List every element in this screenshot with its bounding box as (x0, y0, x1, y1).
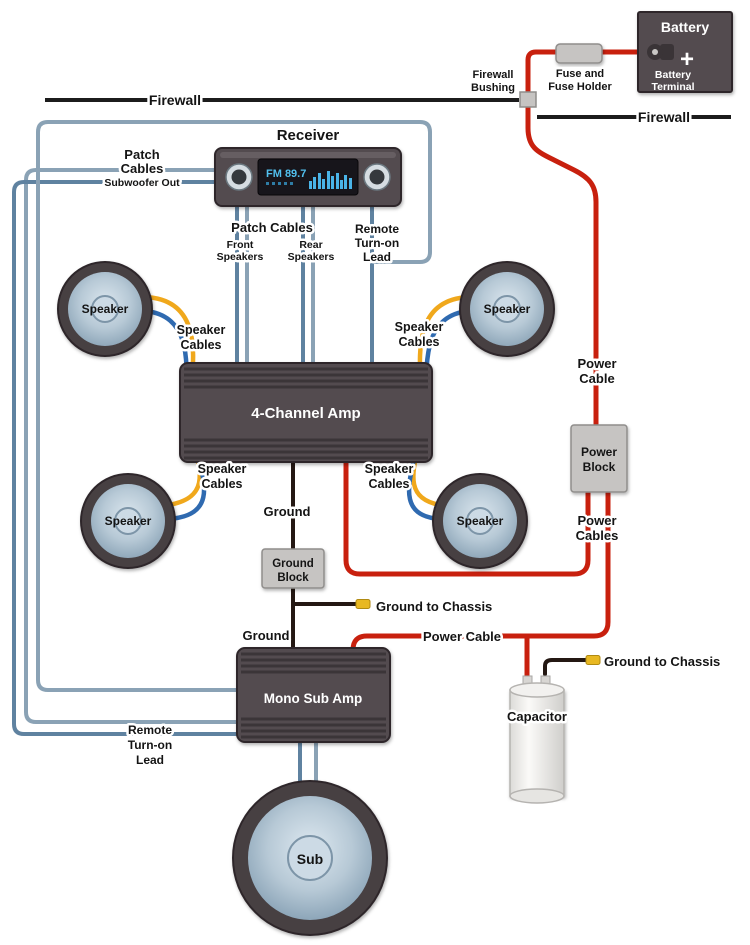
mono-sub-amp: Mono Sub Amp (236, 647, 391, 743)
mono-amp-label: Mono Sub Amp (264, 691, 362, 706)
receiver-trim (220, 152, 396, 158)
chassis-terminal-2 (585, 655, 601, 665)
power-block-label-line2: Block (583, 460, 616, 474)
power-block-label-line1: Power (581, 445, 617, 459)
fuse-holder: Fuse and Fuse Holder (546, 43, 615, 96)
speaker-front-left-label: Speaker (82, 302, 129, 316)
speaker-front-left: Speaker (57, 261, 153, 357)
mono-amp-fins (241, 652, 386, 739)
ground-to-chassis-label-2: Ground to Chassis (604, 654, 720, 669)
fuse-holder-body (555, 43, 603, 64)
front-speakers-label-line1: Front (227, 239, 254, 251)
power-cable-bottom-label: Power Cable (423, 629, 501, 644)
four-channel-amp: 4-Channel Amp (179, 362, 433, 463)
battery-terminal-icon (647, 44, 674, 60)
speaker-rear-right-label: Speaker (457, 514, 504, 528)
capacitor-bottom (509, 788, 565, 804)
amp4-fins (184, 367, 428, 460)
bushing-label-line1: Firewall (473, 69, 514, 81)
receiver-display-text: FM 89.7 (266, 168, 306, 180)
speaker-cables-fl-line1: Speaker (177, 323, 226, 337)
rear-speakers-label-line2: Speakers (288, 251, 335, 263)
speaker-cables-rl-line1: Speaker (198, 462, 247, 476)
display-dots (266, 182, 293, 185)
fuse-label-line1: Fuse and (556, 68, 604, 80)
ground-block-label-line2: Block (277, 572, 309, 584)
remote-top-label-line1: Remote (355, 222, 399, 236)
fuse-label-line2: Fuse Holder (548, 81, 612, 93)
battery: Battery + Battery Terminal (637, 11, 733, 93)
firewall-bushing-body (519, 91, 537, 108)
power-cable-amp-run (343, 452, 591, 577)
rear-speakers-label-line1: Rear (299, 239, 322, 251)
power-cable-label-line2: Cable (579, 371, 614, 386)
patch-cables-label: Patch Cables (231, 220, 313, 235)
power-cable-battery-run (525, 49, 659, 433)
tuning-knob-right-center (369, 169, 385, 185)
power-cable-label-line1: Power (577, 356, 616, 371)
firewall-right-label: Firewall (638, 109, 690, 125)
battery-terminal-label-line1: Battery (655, 69, 691, 81)
remote-turn-on-lead-loop (36, 120, 432, 692)
battery-terminal-label-line2: Terminal (652, 81, 695, 93)
ground-block: Ground Block (261, 548, 325, 589)
power-block: Power Block (570, 424, 628, 493)
remote-bottom-label-line1: Remote (128, 723, 172, 737)
speaker-rear-right: Speaker (432, 473, 528, 569)
spectrum-bars-icon (309, 171, 352, 189)
remote-bottom-label-line3: Lead (136, 753, 164, 767)
amp4-label: 4-Channel Amp (251, 405, 360, 422)
patch-cable-subwoofer-2 (12, 180, 247, 736)
firewall-left-label: Firewall (149, 92, 201, 108)
speaker-front-right: Speaker (459, 261, 555, 357)
capacitor-body (509, 689, 565, 797)
ground-block-body (261, 548, 325, 589)
bushing-label-line2: Bushing (471, 82, 515, 94)
power-cable-subamp-run (350, 487, 611, 659)
patch-cable-subwoofer-1 (24, 168, 247, 724)
speaker-rear-left: Speaker (80, 473, 176, 569)
ground-label-bottom: Ground (243, 628, 290, 643)
speaker-rear-left-label: Speaker (105, 514, 152, 528)
capacitor (509, 675, 565, 804)
power-block-body (570, 424, 628, 493)
battery-plus-sign: + (680, 46, 694, 73)
front-speakers-label-line2: Speakers (217, 251, 264, 263)
speaker-cables-fr-line2: Cables (399, 335, 440, 349)
patch-subwoofer-label-line2: Cables (121, 161, 164, 176)
remote-top-label-line3: Lead (363, 250, 391, 264)
speaker-cables-fr-line1: Speaker (395, 320, 444, 334)
subwoofer: Sub (232, 780, 388, 936)
firewall-bushing: Firewall Bushing (469, 67, 537, 108)
receiver: FM 89.7 (214, 147, 402, 207)
capacitor-ground-wire (543, 658, 590, 676)
speaker-cables-rl-line2: Cables (202, 477, 243, 491)
remote-top-label-line2: Turn-on (355, 236, 399, 250)
speaker-front-right-label: Speaker (484, 302, 531, 316)
speaker-cables-fl-line2: Cables (181, 338, 222, 352)
ground-label-top: Ground (264, 504, 311, 519)
ground-to-chassis-label-1: Ground to Chassis (376, 599, 492, 614)
remote-bottom-label-line2: Turn-on (128, 738, 172, 752)
capacitor-label: Capacitor (507, 709, 567, 724)
volume-knob-left-center (231, 169, 247, 185)
patch-subwoofer-label-line1: Patch (124, 147, 159, 162)
receiver-title: Receiver (277, 127, 340, 144)
battery-box (637, 11, 733, 93)
speaker-cables-rr-line2: Cables (369, 477, 410, 491)
sub-label: Sub (297, 851, 323, 867)
battery-label: Battery (661, 19, 709, 35)
patch-subwoofer-label-line3: Subwoofer Out (104, 177, 180, 189)
power-cables-label-line1: Power (577, 513, 616, 528)
ground-block-label-line1: Ground (272, 558, 314, 570)
chassis-terminal-1 (355, 599, 371, 609)
power-cables-label-line2: Cables (576, 528, 619, 543)
capacitor-top (509, 682, 565, 698)
speaker-cables-rr-line1: Speaker (365, 462, 414, 476)
